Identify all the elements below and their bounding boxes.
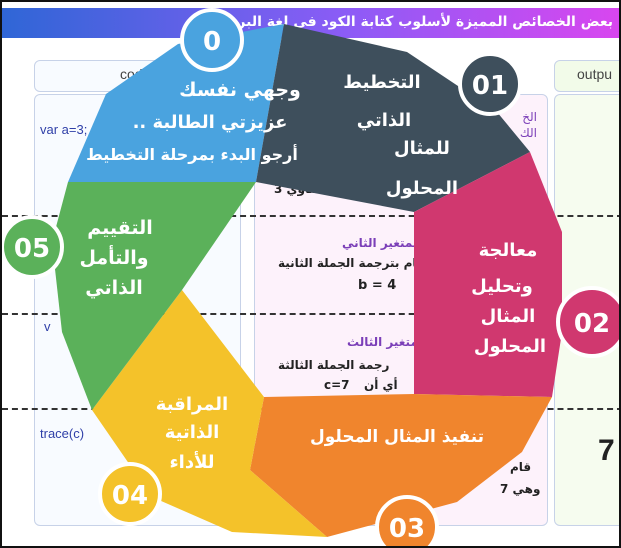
explain-fragment-mid: الك	[519, 126, 537, 140]
step1-line2: الذاتي	[357, 110, 411, 131]
output-value: 7	[598, 434, 615, 467]
banner-title: بعض الخصائص المميزة لأسلوب كتابة الكود ف…	[210, 14, 613, 30]
badge-step-0: 0	[180, 8, 244, 72]
badge-step-04-label: 04	[112, 481, 148, 511]
step4-line2: الذاتية	[165, 422, 220, 443]
step2-line3: المثال	[481, 306, 536, 327]
segment-self-planning	[256, 24, 530, 212]
step1-line4: المحلول	[386, 178, 458, 199]
badge-step-02-label: 02	[574, 309, 610, 339]
step1-line3: للمثال	[394, 138, 450, 159]
explain-row3-title: المتغير الثالث	[347, 335, 428, 349]
explain-row4-value: وهي 7	[500, 482, 541, 496]
segment-processing	[414, 152, 562, 397]
explain-fragment-top: الخ	[522, 110, 537, 124]
badge-step-0-label: 0	[203, 27, 221, 57]
explain-row3-value-a: c=7	[324, 378, 350, 392]
output-column-header-box	[554, 60, 619, 92]
explain-row4-fragment: قام	[510, 460, 532, 474]
step0-line2: عزيزتي الطالبة ..	[133, 112, 288, 133]
step0-line1: وجهي نفسك	[179, 79, 301, 101]
explain-row3-value-b: أي أن	[364, 378, 398, 392]
explain-row3-text: رجمة الجملة الثالثة	[278, 358, 390, 372]
code-line-4: trace(c)	[40, 426, 85, 441]
explain-row2-text: قام بترجمة الجملة الثانية	[278, 256, 425, 270]
badge-step-03-label: 03	[389, 514, 425, 544]
badge-step-01-label: 01	[472, 71, 508, 101]
step5-line1: التقييم	[87, 217, 153, 239]
output-column-header: outpu	[577, 66, 613, 82]
step1-line1: التخطيط	[343, 72, 420, 93]
explain-row2-title: المتغير الثاني	[342, 236, 422, 250]
badge-step-04: 04	[98, 462, 162, 526]
step4-line1: المراقبة	[156, 394, 228, 415]
row-divider-1	[2, 215, 619, 217]
segment-evaluation	[52, 182, 256, 410]
code-line-1: var a=3;	[40, 122, 88, 137]
step4-line3: للأداء	[169, 451, 214, 473]
explain-row2-value: b = 4	[358, 278, 397, 293]
badge-step-02: 02	[556, 286, 619, 358]
step5-line2: والتأمل	[79, 245, 148, 269]
badge-step-03: 03	[375, 495, 439, 546]
badge-step-05-label: 05	[14, 234, 50, 264]
badge-step-01: 01	[458, 52, 522, 116]
step2-line4: المحلول	[474, 336, 546, 357]
row-divider-2	[2, 313, 619, 315]
code-fragment-v: v	[44, 319, 51, 334]
badge-step-05: 05	[2, 215, 64, 279]
step0-line3: أرجو البدء بمرحلة التخطيط	[86, 144, 298, 164]
step5-line3: الذاتي	[85, 277, 143, 299]
step2-line2: وتحليل	[471, 276, 533, 297]
step3-line1: تنفيذ المثال المحلول	[310, 427, 484, 447]
segment-execution	[250, 394, 552, 537]
step2-line1: معالجة	[479, 240, 538, 261]
